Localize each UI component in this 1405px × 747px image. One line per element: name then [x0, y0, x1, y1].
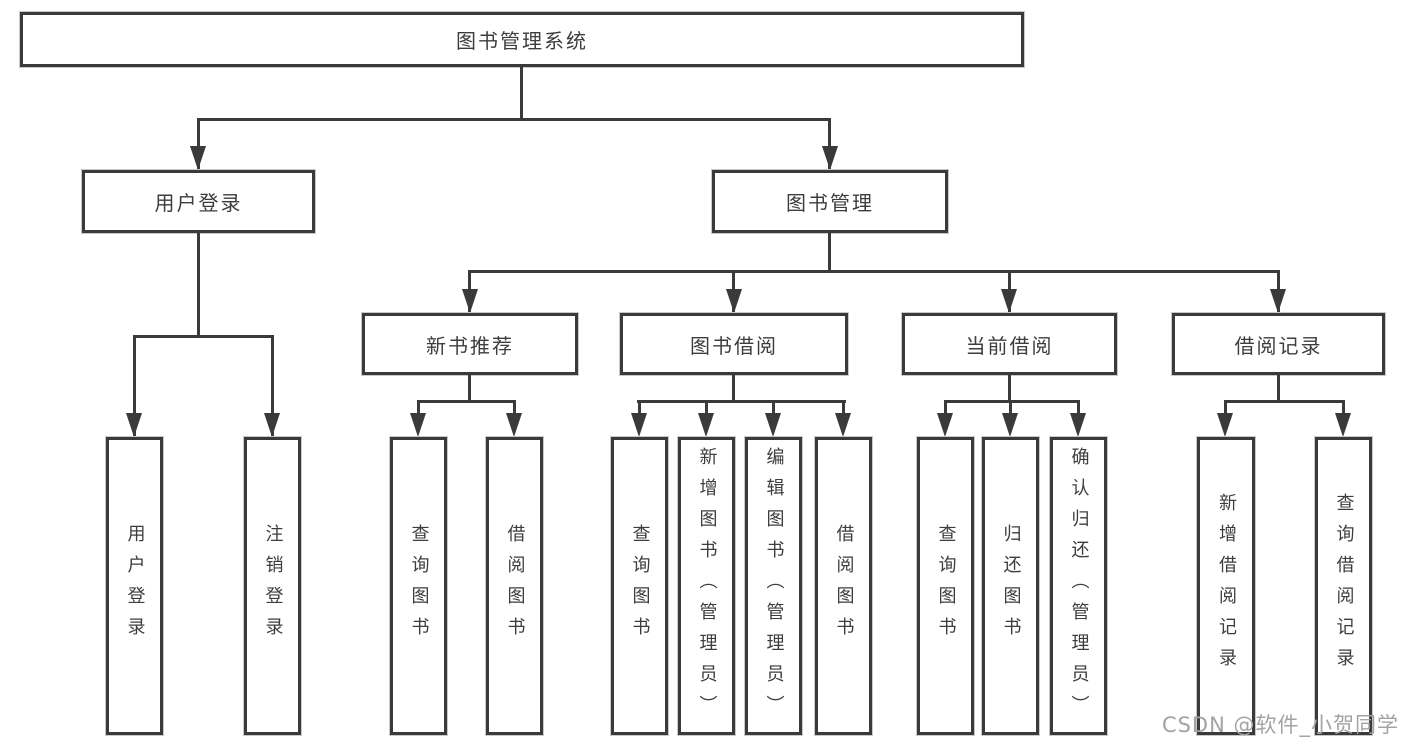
- connector-line: [1342, 400, 1345, 420]
- node-library-management-system: 图书管理系统: [20, 12, 1024, 67]
- leaf-label: 借阅图书: [504, 524, 526, 648]
- arrow-down-icon: [835, 413, 851, 437]
- leaf-label: 查询借阅记录: [1333, 493, 1355, 679]
- connector-line: [1008, 375, 1011, 403]
- connector-line: [638, 400, 641, 420]
- arrow-down-icon: [264, 413, 280, 437]
- node-label: 新书推荐: [426, 333, 514, 358]
- leaf-label: 新增借阅记录: [1216, 493, 1237, 679]
- arrow-down-icon: [1070, 413, 1086, 437]
- node-user-login: 用户登录: [82, 170, 315, 233]
- arrow-down-icon: [822, 146, 838, 170]
- node-label: 当前借阅: [965, 333, 1054, 358]
- leaf-return-books: 归还图书: [982, 437, 1039, 735]
- connector-line: [271, 335, 274, 437]
- leaf-label: 编辑图书（管理员）: [763, 446, 785, 726]
- arrow-down-icon: [506, 413, 522, 437]
- connector-line: [732, 375, 735, 403]
- leaf-confirm-return-admin: 确认归还（管理员）: [1050, 437, 1107, 735]
- connector-line: [944, 400, 1080, 403]
- connector-line: [772, 400, 775, 420]
- connector-line: [1077, 400, 1080, 420]
- node-current-borrowing: 当前借阅: [902, 313, 1117, 375]
- connector-line: [468, 270, 1280, 273]
- connector-line: [1009, 400, 1012, 420]
- arrow-down-icon: [726, 289, 742, 313]
- arrow-down-icon: [631, 413, 647, 437]
- node-label: 图书管理: [786, 191, 874, 215]
- leaf-query-books-current: 查询图书: [917, 437, 974, 735]
- leaf-query-borrow-record: 查询借阅记录: [1315, 437, 1372, 735]
- node-label: 图书借阅: [690, 333, 778, 358]
- connector-line: [417, 400, 420, 420]
- arrow-down-icon: [1001, 289, 1017, 313]
- csdn-watermark: CSDN @软件_小贺同学: [1161, 713, 1399, 737]
- leaf-edit-books-admin: 编辑图书（管理员）: [745, 437, 802, 735]
- arrow-down-icon: [410, 413, 426, 437]
- node-label: 用户登录: [154, 191, 243, 215]
- leaf-label: 新增图书（管理员）: [696, 446, 718, 726]
- arrow-down-icon: [1270, 289, 1286, 313]
- node-book-management: 图书管理: [712, 170, 948, 233]
- connector-line: [828, 118, 831, 170]
- connector-line: [705, 400, 708, 420]
- leaf-add-borrow-record: 新增借阅记录: [1197, 437, 1255, 735]
- connector-line: [417, 400, 516, 403]
- arrow-down-icon: [190, 146, 206, 170]
- leaf-label: 查询图书: [408, 524, 430, 648]
- connector-line: [637, 400, 846, 403]
- node-label: 借阅记录: [1234, 333, 1323, 358]
- leaf-logout: 注销登录: [244, 437, 301, 735]
- connector-line: [133, 335, 136, 437]
- node-new-book-recommend: 新书推荐: [362, 313, 578, 375]
- leaf-query-books-recommend: 查询图书: [390, 437, 447, 735]
- connector-line: [1224, 400, 1345, 403]
- arrow-down-icon: [1002, 413, 1018, 437]
- connector-line: [842, 400, 845, 420]
- arrow-down-icon: [126, 413, 142, 437]
- arrow-down-icon: [462, 289, 478, 313]
- connector-line: [520, 67, 523, 121]
- connector-line: [133, 335, 274, 338]
- connector-line: [468, 375, 471, 403]
- leaf-add-books-admin: 新增图书（管理员）: [678, 437, 735, 735]
- node-borrowing-records: 借阅记录: [1172, 313, 1385, 375]
- arrow-down-icon: [1217, 413, 1233, 437]
- leaf-label: 查询图书: [935, 524, 957, 648]
- leaf-label: 确认归还（管理员）: [1068, 446, 1090, 726]
- leaf-label: 查询图书: [629, 524, 651, 648]
- connector-line: [944, 400, 947, 420]
- arrow-down-icon: [698, 413, 714, 437]
- leaf-label: 归还图书: [1000, 524, 1022, 648]
- leaf-user-login: 用户登录: [106, 437, 163, 735]
- leaf-borrow-books-borrowing: 借阅图书: [815, 437, 872, 735]
- leaf-label: 用户登录: [124, 524, 146, 648]
- node-label: 图书管理系统: [456, 29, 588, 53]
- leaf-query-books-borrowing: 查询图书: [611, 437, 668, 735]
- arrow-down-icon: [937, 413, 953, 437]
- arrow-down-icon: [765, 413, 781, 437]
- connector-line: [197, 118, 200, 170]
- arrow-down-icon: [1335, 413, 1351, 437]
- connector-line: [1224, 400, 1227, 420]
- node-book-borrowing: 图书借阅: [620, 313, 848, 375]
- leaf-borrow-books-recommend: 借阅图书: [486, 437, 543, 735]
- connector-line: [513, 400, 516, 420]
- connector-line: [1277, 375, 1280, 403]
- connector-line: [828, 233, 831, 273]
- connector-line: [197, 118, 831, 121]
- leaf-label: 借阅图书: [833, 524, 855, 648]
- connector-line: [197, 233, 200, 338]
- leaf-label: 注销登录: [262, 524, 284, 648]
